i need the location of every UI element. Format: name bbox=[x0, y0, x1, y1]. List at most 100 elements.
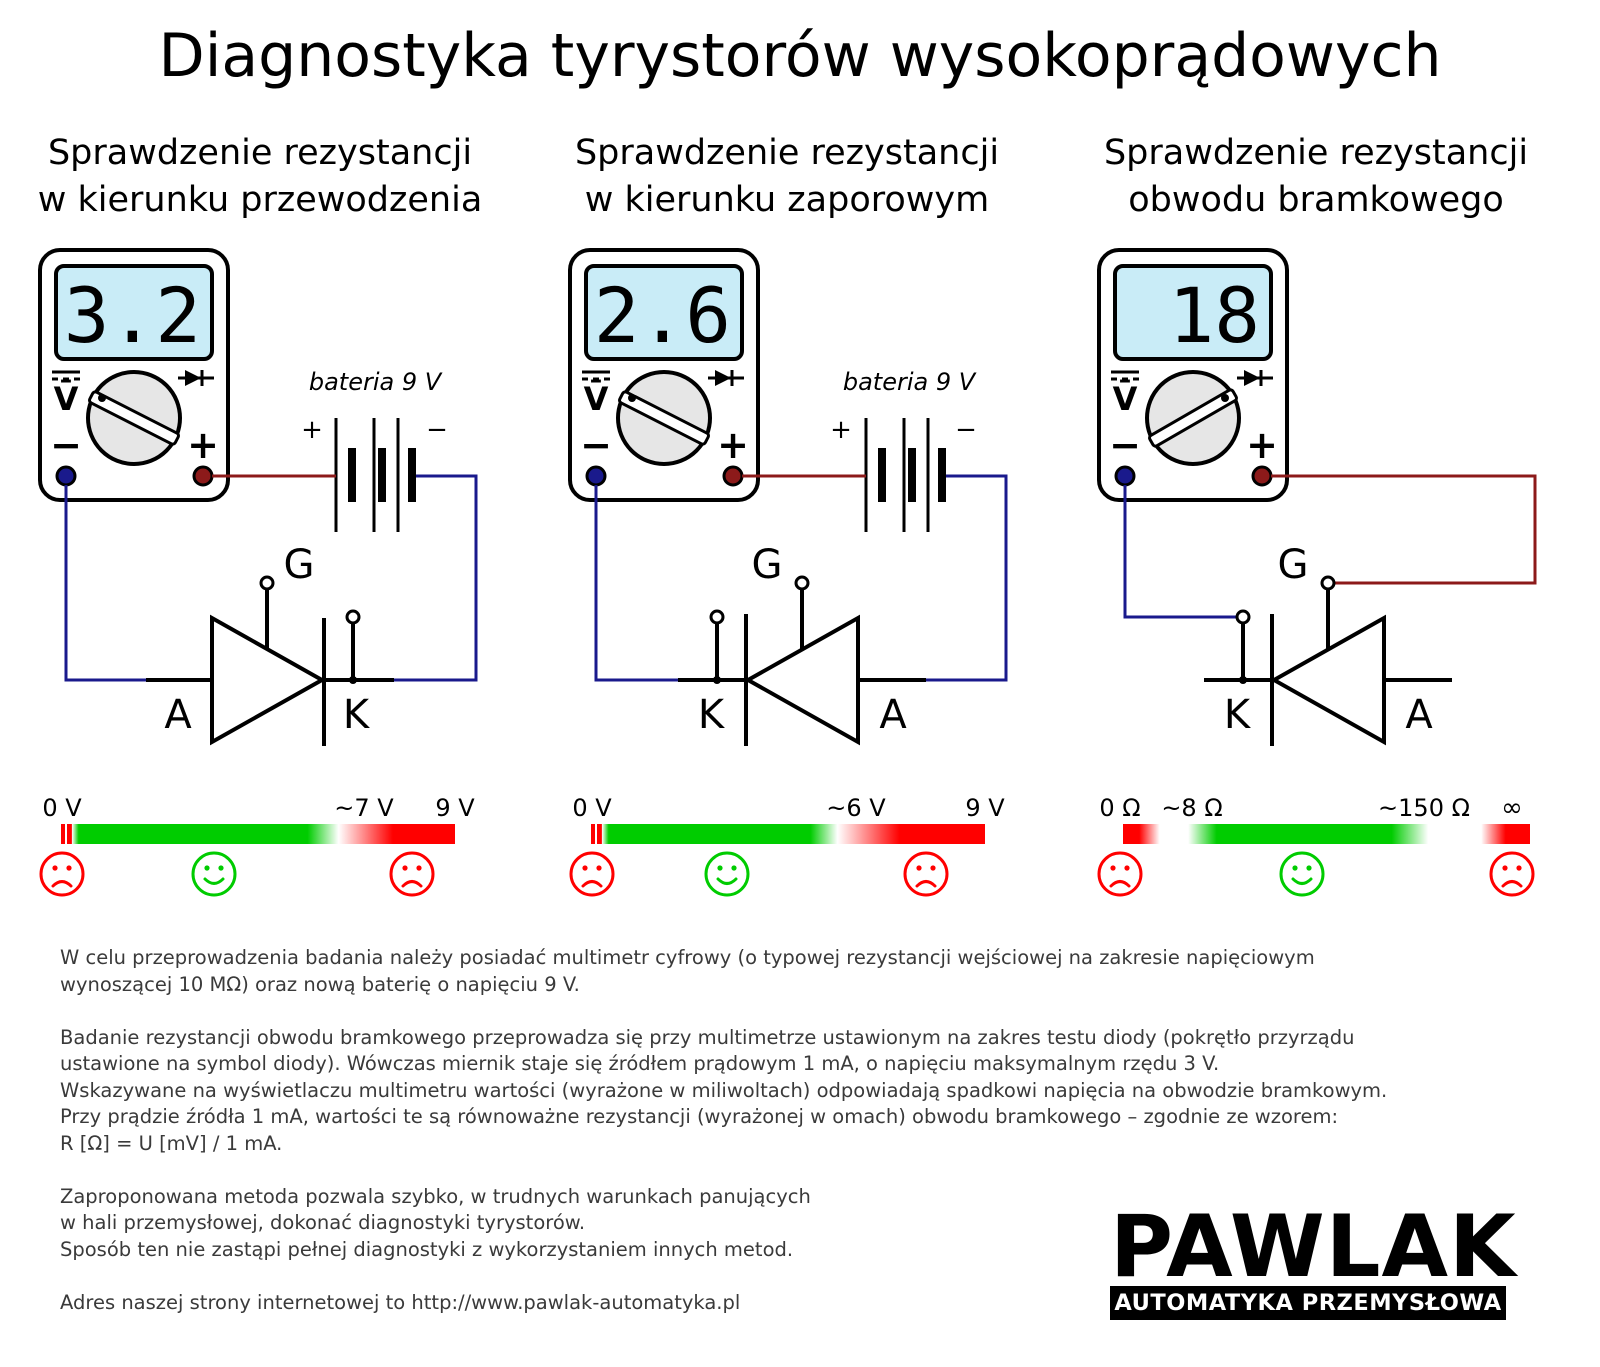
scale-label: ~150 Ω bbox=[1378, 794, 1470, 822]
panel-1-title-line2: w kierunku przewodzenia bbox=[37, 180, 483, 220]
description-line: Badanie rezystancji obwodu bramkowego pr… bbox=[60, 1025, 1355, 1049]
panel-1: 3.2 V̄ − + bateria 9 V + − bbox=[38, 248, 478, 844]
description-line: Sposób ten nie zastąpi pełnej diagnostyk… bbox=[60, 1237, 794, 1261]
multimeter: 2.6 V̄ − + bbox=[568, 248, 760, 502]
scale-label: 9 V bbox=[435, 794, 475, 822]
sad-face-icon bbox=[39, 851, 85, 897]
logo-title: PAWLAK bbox=[1110, 1197, 1517, 1297]
description-line: R [Ω] = U [mV] / 1 mA. bbox=[60, 1131, 283, 1155]
plus-label: + bbox=[1246, 423, 1278, 467]
gate-terminal bbox=[1320, 575, 1336, 591]
sad-face-icon bbox=[569, 851, 615, 897]
terminal-label-right: A bbox=[1405, 692, 1433, 738]
probe-socket-positive[interactable] bbox=[192, 465, 214, 487]
battery-plate bbox=[878, 448, 886, 502]
wire-negative bbox=[594, 485, 678, 682]
panel-3-title-line2: obwodu bramkowego bbox=[1128, 180, 1504, 220]
description-paragraph-4: Adres naszej strony internetowej to http… bbox=[60, 1290, 1560, 1317]
terminal-label-right: K bbox=[343, 692, 371, 738]
happy-face-icon bbox=[704, 851, 750, 897]
face-row bbox=[39, 851, 1535, 897]
scale-bar bbox=[597, 824, 985, 844]
voltage-dc-icon: V̄ bbox=[1111, 370, 1139, 418]
scale-start-tick bbox=[591, 824, 595, 844]
terminal-label-left: K bbox=[698, 692, 726, 738]
description-line: Przy prądzie źródła 1 mA, wartości te są… bbox=[60, 1105, 1339, 1128]
dial-pointer bbox=[618, 390, 710, 446]
dial-indicator-dot bbox=[98, 394, 106, 402]
voltage-dc-icon: V̄ bbox=[52, 370, 80, 418]
junction-dot bbox=[1239, 676, 1247, 684]
description: W celu przeprowadzenia badania należy po… bbox=[60, 945, 1560, 1343]
probe-socket-negative[interactable] bbox=[55, 465, 77, 487]
auxiliary-terminal bbox=[345, 609, 361, 625]
logo-subtitle: AUTOMATYKA PRZEMYSŁOWA bbox=[1110, 1286, 1506, 1320]
multimeter: 3.2 V̄ − + bbox=[38, 248, 230, 502]
battery-plus-label: + bbox=[830, 415, 852, 445]
sad-face-icon bbox=[1489, 851, 1535, 897]
diode-symbol-icon bbox=[1237, 370, 1273, 386]
thyristor: G A K bbox=[146, 542, 394, 746]
probe-socket-negative[interactable] bbox=[1114, 465, 1136, 487]
description-line: W celu przeprowadzenia badania należy po… bbox=[60, 946, 1315, 969]
panel-2-title-line1: Sprawdzenie rezystancji bbox=[574, 133, 1000, 173]
battery-minus-label: − bbox=[955, 415, 977, 445]
terminal-label-left: K bbox=[1224, 692, 1252, 738]
dial-indicator-dot bbox=[1221, 394, 1229, 402]
scale-label: ~6 V bbox=[826, 794, 886, 822]
probe-socket-positive[interactable] bbox=[1251, 465, 1273, 487]
wires bbox=[64, 474, 478, 682]
website-link[interactable]: Adres naszej strony internetowej to http… bbox=[60, 1290, 741, 1314]
description-line: ustawione na symbol diody). Wówczas mier… bbox=[60, 1052, 1220, 1075]
probe-socket-positive[interactable] bbox=[722, 465, 744, 487]
wire-negative bbox=[64, 485, 146, 682]
terminal-label-left: A bbox=[164, 692, 192, 738]
junction-dot bbox=[713, 676, 721, 684]
auxiliary-terminal bbox=[709, 609, 725, 625]
gate-terminal bbox=[794, 575, 810, 591]
dial-symbol-v: V̄ bbox=[1113, 380, 1138, 418]
voltage-scale: 0 V ~6 V 9 V bbox=[572, 794, 1005, 844]
diode-symbol-icon bbox=[178, 370, 214, 386]
wires bbox=[594, 474, 1008, 682]
battery-plate bbox=[348, 448, 356, 502]
terminal-label-right: A bbox=[879, 692, 907, 738]
dial-pointer bbox=[1148, 388, 1238, 448]
scale-start-tick bbox=[61, 824, 65, 844]
minus-label: − bbox=[580, 423, 612, 467]
battery-plate bbox=[408, 448, 416, 502]
scale-label: ~8 Ω bbox=[1161, 794, 1222, 822]
battery-plate bbox=[938, 448, 946, 502]
panel-3: 18 V̄ − + bbox=[1097, 248, 1537, 844]
junction-dot bbox=[349, 676, 357, 684]
gate-terminal bbox=[259, 575, 275, 591]
wire-negative bbox=[926, 474, 1008, 682]
battery-label: bateria 9 V bbox=[309, 368, 443, 396]
scale-label: 0 V bbox=[42, 794, 82, 822]
diagram-canvas: 3.2 V̄ − + bateria 9 V + − bbox=[38, 248, 1537, 897]
description-paragraph-2: Badanie rezystancji obwodu bramkowego pr… bbox=[60, 1025, 1560, 1158]
scale-label: ~7 V bbox=[334, 794, 394, 822]
description-paragraph-3: Zaproponowana metoda pozwala szybko, w t… bbox=[60, 1184, 1560, 1264]
multimeter-reading: 3.2 bbox=[64, 271, 201, 360]
wire-negative bbox=[1123, 485, 1237, 619]
minus-label: − bbox=[50, 423, 82, 467]
probe-socket-negative[interactable] bbox=[585, 465, 607, 487]
minus-label: − bbox=[1109, 423, 1141, 467]
multimeter-reading: 2.6 bbox=[594, 271, 731, 360]
battery: bateria 9 V + − bbox=[830, 368, 977, 532]
scale-bar bbox=[1123, 824, 1530, 844]
battery-plus-label: + bbox=[301, 415, 323, 445]
description-line: Zaproponowana metoda pozwala szybko, w t… bbox=[60, 1184, 811, 1208]
scale-label: 0 Ω bbox=[1099, 794, 1140, 822]
battery-plate bbox=[378, 448, 386, 502]
dial-pointer bbox=[88, 390, 180, 446]
multimeter-reading: 18 bbox=[1168, 271, 1260, 360]
battery-minus-label: − bbox=[426, 415, 448, 445]
description-line: w hali przemysłowej, dokonać diagnostyki… bbox=[60, 1211, 586, 1234]
gate-label: G bbox=[1278, 542, 1309, 588]
panel-3-title: Sprawdzenie rezystancji obwodu bramkoweg… bbox=[1046, 130, 1586, 224]
battery-label: bateria 9 V bbox=[843, 368, 977, 396]
scale-bar bbox=[67, 824, 455, 844]
multimeter-display bbox=[54, 264, 214, 361]
